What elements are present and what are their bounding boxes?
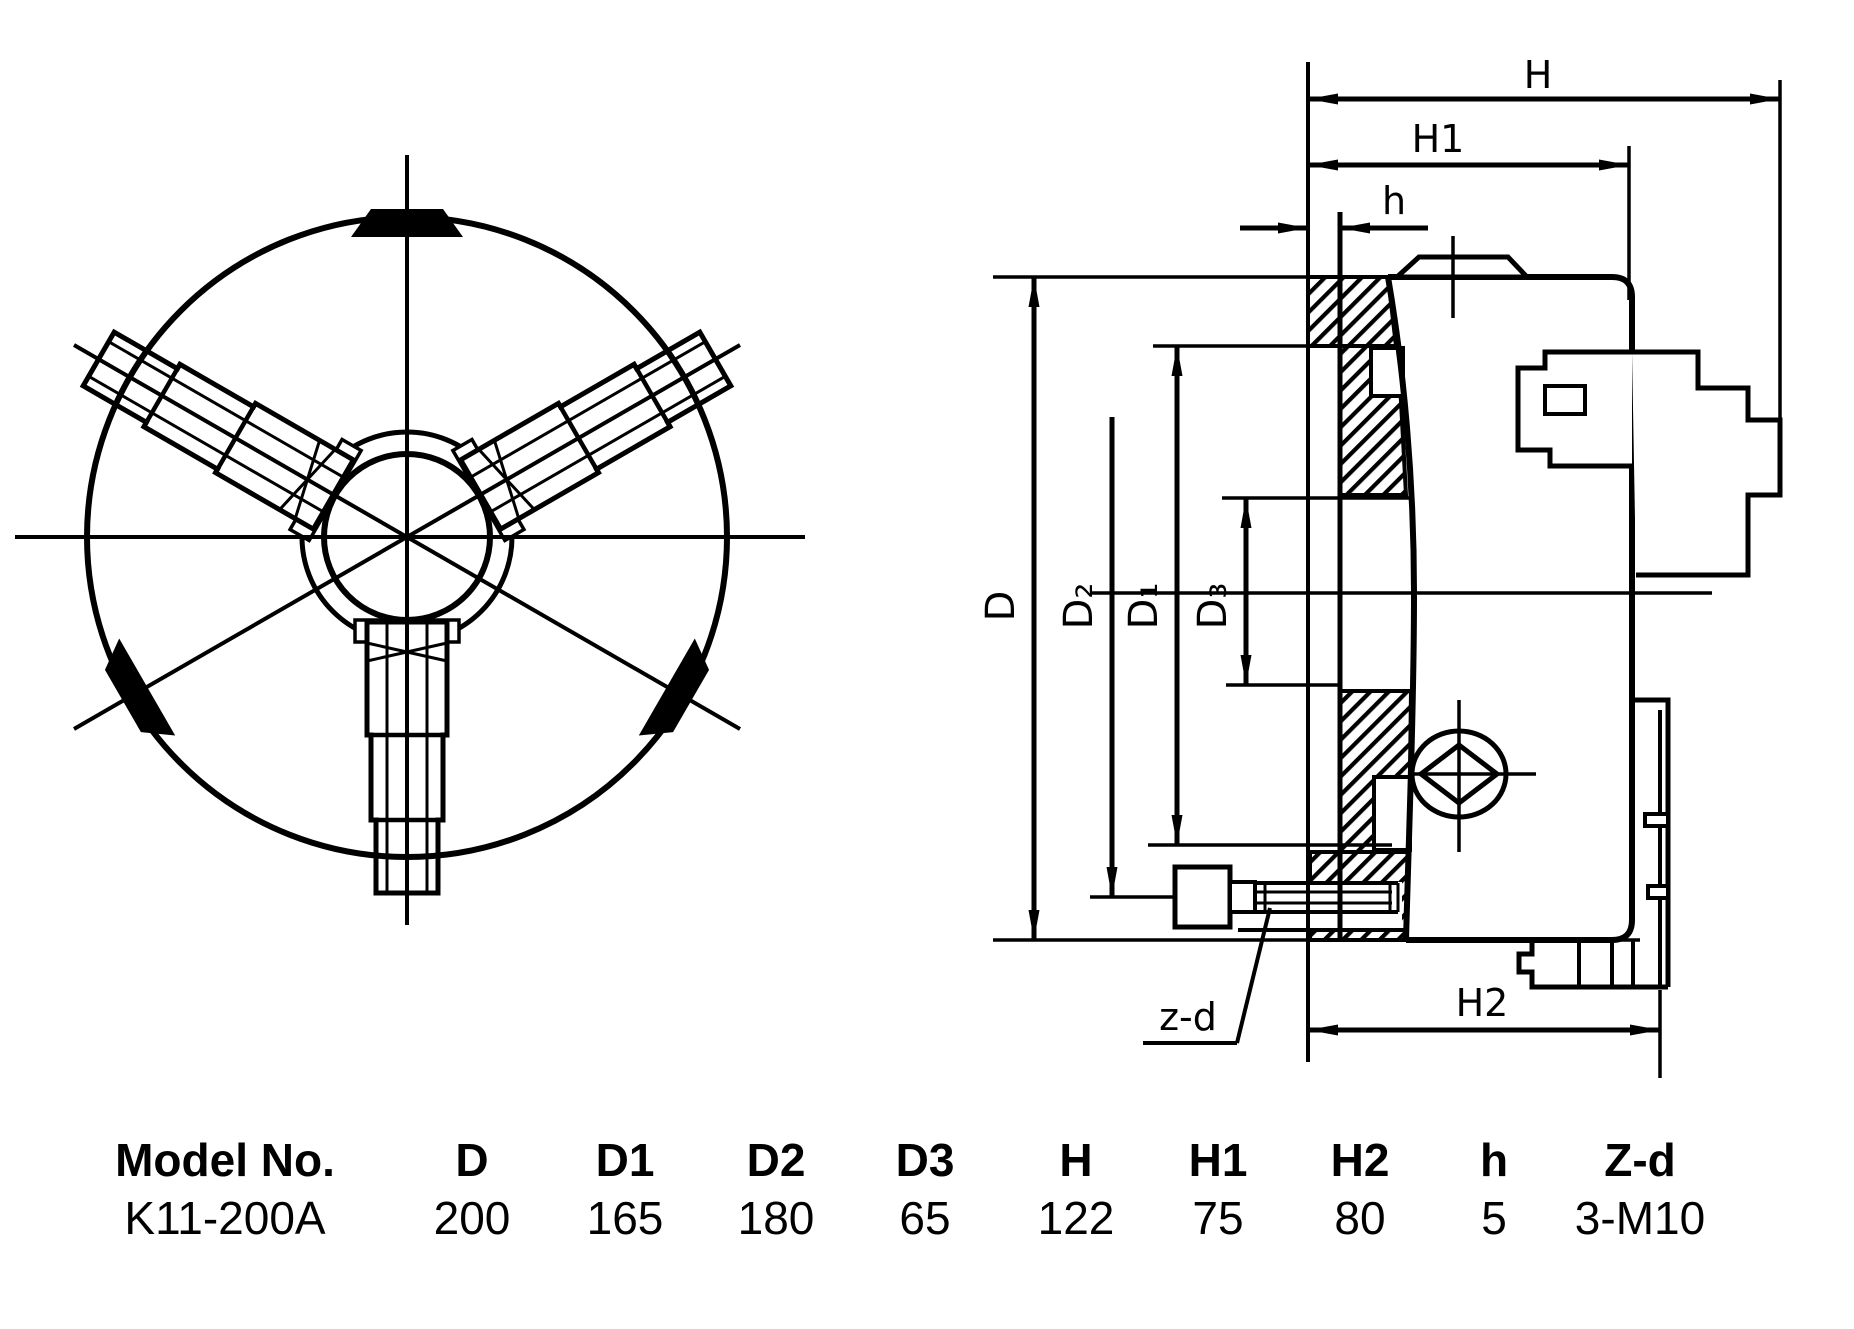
label-H2: H2 — [1456, 981, 1509, 1025]
label-H: H — [1524, 53, 1553, 97]
screw-bore-band — [1238, 882, 1402, 930]
extension-lines — [993, 80, 1782, 1078]
zd-leader — [1143, 907, 1272, 1045]
label-zd: z-d — [1159, 995, 1217, 1039]
side-view — [993, 62, 1783, 1078]
rear-recess — [1515, 349, 1632, 469]
jaw-slot-lower — [1372, 775, 1412, 852]
dimension-labels: H H1 h H2 z-d D D₂ D₁ D₃ — [978, 53, 1552, 1039]
label-D1: D₁ — [1121, 583, 1167, 630]
rear-hub — [1632, 349, 1783, 578]
label-D: D — [978, 591, 1024, 622]
label-D2: D₂ — [1056, 583, 1102, 630]
dimension-arrowheads — [1028, 93, 1780, 1036]
front-view-centerlines — [15, 155, 805, 925]
mounting-screw — [1172, 864, 1400, 930]
rim-marks — [104, 209, 710, 736]
top-jaw-tip — [1390, 254, 1533, 280]
label-D3: D₃ — [1190, 583, 1236, 630]
rear-recess-key — [1543, 384, 1587, 416]
bottom-jaw-block — [1516, 940, 1668, 990]
front-view — [15, 155, 805, 925]
label-h: h — [1382, 179, 1406, 223]
back-plate — [1632, 697, 1671, 987]
key-socket — [1408, 700, 1536, 852]
label-H1: H1 — [1412, 117, 1465, 161]
